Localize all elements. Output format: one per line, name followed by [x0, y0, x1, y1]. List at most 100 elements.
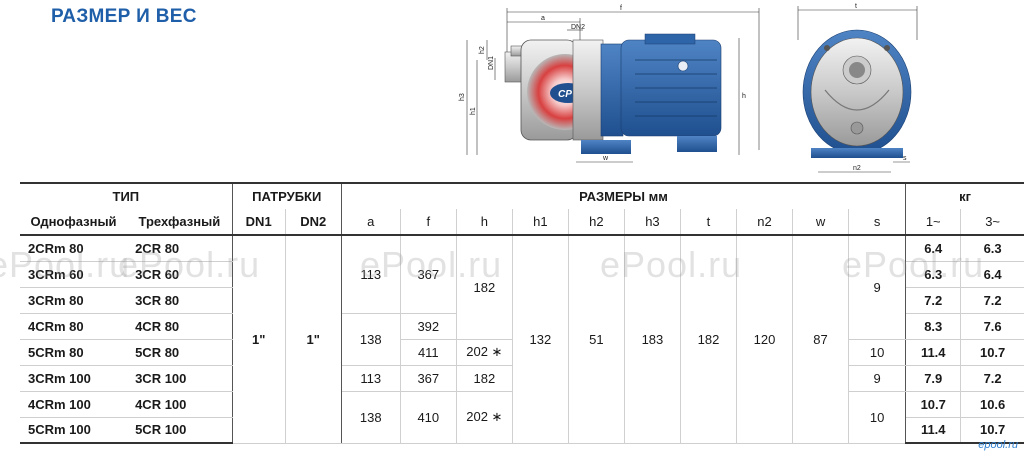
weight-single: 6.3 — [905, 261, 962, 288]
h2-value: 51 — [568, 235, 625, 444]
weight-three: 10.6 — [960, 391, 1024, 418]
svg-text:s: s — [903, 155, 907, 162]
page-title: РАЗМЕР И ВЕС — [51, 6, 197, 27]
header-kg-three: 3~ — [960, 209, 1024, 236]
h-value: 182 — [456, 365, 513, 392]
t-value: 182 — [680, 235, 737, 444]
weight-single: 11.4 — [905, 339, 962, 366]
n2-value: 120 — [736, 235, 794, 444]
weight-three: 10.7 — [960, 417, 1024, 444]
weight-three: 7.2 — [960, 365, 1024, 392]
header-h3: h3 — [624, 209, 681, 236]
svg-text:DN2: DN2 — [571, 24, 585, 31]
s-value: 9 — [848, 365, 907, 392]
svg-text:CP: CP — [558, 89, 572, 100]
a-value: 138 — [341, 391, 401, 444]
dn2-value: 1" — [285, 235, 342, 444]
weight-three: 6.4 — [960, 261, 1024, 288]
weight-three: 6.3 — [960, 235, 1024, 262]
model-single-phase: 2CRm 80 — [20, 235, 128, 262]
model-three-phase: 5CR 80 — [127, 339, 233, 366]
dn1-value: 1" — [232, 235, 286, 444]
header-t: t — [680, 209, 737, 236]
header-dimensions: РАЗМЕРЫ мм — [341, 182, 907, 209]
model-single-phase: 3CRm 80 — [20, 287, 128, 314]
table-row: 5CRm 80 5CR 80 411 202 ∗ 10 11.4 10.7 — [20, 339, 1024, 366]
s-value: 9 — [848, 235, 907, 340]
weight-three: 7.6 — [960, 313, 1024, 340]
h1-value: 132 — [512, 235, 569, 444]
a-value: 113 — [341, 365, 401, 392]
f-value: 392 — [400, 313, 457, 340]
weight-three: 10.7 — [960, 339, 1024, 366]
svg-text:h3: h3 — [459, 93, 466, 101]
model-single-phase: 5CRm 80 — [20, 339, 128, 366]
s-value: 10 — [848, 339, 907, 366]
header-a: a — [341, 209, 401, 236]
header-w: w — [792, 209, 850, 236]
h-value: 202 ∗ — [456, 339, 513, 366]
svg-text:a: a — [541, 15, 545, 22]
model-three-phase: 4CR 100 — [127, 391, 233, 418]
table-row: 3CRm 100 3CR 100 113 367 182 9 7.9 7.2 — [20, 365, 1024, 392]
table-row: 3CRm 80 3CR 80 7.2 7.2 — [20, 287, 1024, 314]
weight-single: 6.4 — [905, 235, 962, 262]
dimensions-weight-table: ТИП ПАТРУБКИ РАЗМЕРЫ мм кг Однофазный Тр… — [20, 182, 1024, 444]
w-value: 87 — [792, 235, 850, 444]
f-value: 367 — [400, 365, 457, 392]
svg-text:h: h — [742, 93, 746, 100]
table-row: 3CRm 60 3CR 60 6.3 6.4 — [20, 261, 1024, 288]
pump-front-view — [802, 29, 912, 158]
weight-three: 7.2 — [960, 287, 1024, 314]
header-h: h — [456, 209, 513, 236]
table-row: 2CRm 80 2CR 80 1" 1" 113 367 182 132 51 … — [20, 235, 1024, 444]
model-single-phase: 3CRm 60 — [20, 261, 128, 288]
table-row: 4CRm 80 4CR 80 138 392 8.3 7.6 — [20, 313, 1024, 366]
header-type: ТИП — [20, 182, 233, 209]
header-three-phase: Трехфазный — [127, 209, 233, 236]
model-single-phase: 5CRm 100 — [20, 417, 128, 444]
corner-logo: epool.ru — [978, 439, 1018, 451]
weight-single: 8.3 — [905, 313, 962, 340]
svg-text:f: f — [620, 5, 622, 12]
header-n2: n2 — [736, 209, 794, 236]
svg-text:h2: h2 — [479, 46, 486, 54]
svg-text:h1: h1 — [470, 107, 477, 115]
a-value: 138 — [341, 313, 401, 366]
s-value: 10 — [848, 391, 907, 444]
model-three-phase: 4CR 80 — [127, 313, 233, 340]
dimension-lines — [466, 6, 918, 173]
model-three-phase: 3CR 100 — [127, 365, 233, 392]
model-single-phase: 4CRm 100 — [20, 391, 128, 418]
f-value: 410 — [400, 391, 457, 444]
h3-value: 183 — [624, 235, 681, 444]
pump-dimension-drawing: f a DN2 h2 DN1 h3 h1 h w t n2 s CP — [455, 0, 945, 180]
f-value: 367 — [400, 235, 457, 314]
header-h2: h2 — [568, 209, 625, 236]
header-weight: кг — [905, 182, 1024, 209]
f-value: 411 — [400, 339, 457, 366]
weight-single: 7.9 — [905, 365, 962, 392]
svg-text:w: w — [602, 155, 609, 162]
weight-single: 7.2 — [905, 287, 962, 314]
model-three-phase: 5CR 100 — [127, 417, 233, 444]
h-value: 182 — [456, 235, 513, 340]
weight-single: 10.7 — [905, 391, 962, 418]
weight-single: 11.4 — [905, 417, 962, 444]
svg-text:t: t — [855, 3, 857, 10]
pump-side-view: CP — [504, 33, 722, 154]
header-h1: h1 — [512, 209, 569, 236]
header-s: s — [848, 209, 907, 236]
model-three-phase: 3CR 60 — [127, 261, 233, 288]
model-three-phase: 2CR 80 — [127, 235, 233, 262]
model-single-phase: 3CRm 100 — [20, 365, 128, 392]
header-f: f — [400, 209, 457, 236]
h-value: 202 ∗ — [456, 391, 513, 444]
table-row: 5CRm 100 5CR 100 11.4 10.7 — [20, 417, 1024, 444]
a-value: 113 — [341, 235, 401, 314]
svg-text:DN1: DN1 — [488, 56, 495, 70]
model-single-phase: 4CRm 80 — [20, 313, 128, 340]
table-row: 4CRm 100 4CR 100 138 410 202 ∗ 10 10.7 1… — [20, 391, 1024, 444]
model-three-phase: 3CR 80 — [127, 287, 233, 314]
header-ports: ПАТРУБКИ — [232, 182, 342, 209]
